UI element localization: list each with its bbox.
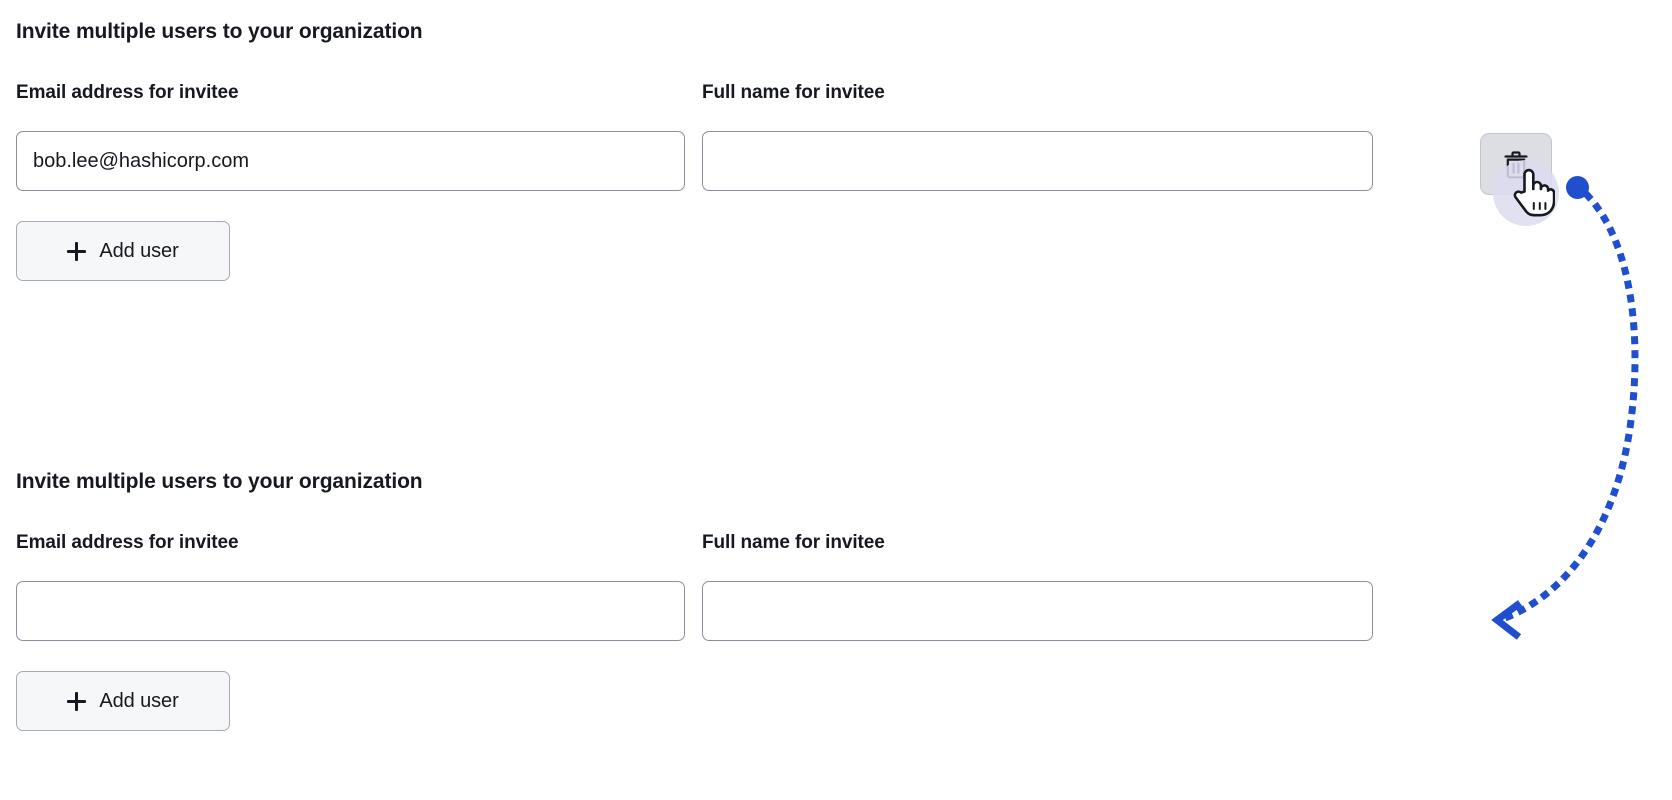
add-user-button-2[interactable]: Add user [16,671,230,731]
email-field-label: Email address for invitee [16,82,239,103]
fullname-input-2[interactable] [702,581,1373,641]
page-title: Invite multiple users to your organizati… [16,20,423,43]
email-input-2[interactable] [16,581,685,641]
add-user-button[interactable]: Add user [16,221,230,281]
plus-icon [67,241,87,261]
page-title-2: Invite multiple users to your organizati… [16,470,423,493]
fullname-field-label-2: Full name for invitee [702,532,885,553]
add-user-button-label: Add user [99,239,179,262]
fullname-input[interactable] [702,131,1373,191]
email-field-label-2: Email address for invitee [16,532,239,553]
plus-icon-2 [67,691,87,711]
email-input[interactable] [16,131,685,191]
add-user-button-label-2: Add user [99,689,179,712]
fullname-field-label: Full name for invitee [702,82,885,103]
hand-pointer-cursor [1513,168,1555,217]
annotation-start-dot [1566,176,1589,199]
